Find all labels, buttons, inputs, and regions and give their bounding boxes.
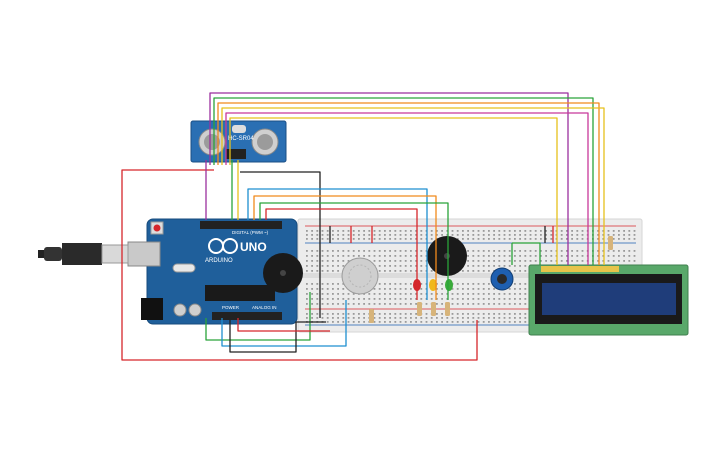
wire-green — [259, 202, 449, 300]
wire-orange-lcd — [217, 102, 600, 265]
arduino-model: UNO — [240, 240, 267, 254]
piezo-buzzer-right[interactable] — [427, 236, 467, 276]
sensor-label: HC-SR04 — [228, 136, 254, 142]
ultrasonic-sensor[interactable]: HC-SR04 — [190, 120, 287, 163]
analog-label: ANALOG IN — [252, 305, 277, 310]
wire-red-power — [121, 169, 478, 361]
piezo-buzzer-left[interactable] — [263, 253, 303, 293]
wire-black — [240, 171, 321, 318]
reset-button[interactable] — [153, 224, 161, 232]
wire-yellow-lcd — [221, 107, 605, 265]
arduino-brand: ARDUINO — [205, 258, 233, 264]
dc-jack-icon — [141, 298, 163, 320]
gas-sensor[interactable] — [341, 257, 379, 295]
wire-yellow-2 — [229, 117, 558, 265]
wire-blue — [247, 188, 428, 300]
wire-pink-lcd — [225, 112, 589, 265]
lcd-display[interactable] — [528, 264, 689, 336]
usb-socket — [127, 241, 161, 267]
potentiometer[interactable] — [490, 267, 514, 291]
infinity-logo-icon — [208, 238, 238, 254]
lcd-screen — [542, 283, 676, 315]
usb-cable-icon — [38, 243, 129, 265]
wires — [121, 92, 605, 361]
resistors — [369, 236, 613, 323]
power-label: POWER — [222, 305, 240, 310]
led-green[interactable] — [445, 279, 453, 291]
wire-red-led — [265, 208, 418, 300]
led-yellow[interactable] — [429, 279, 437, 291]
digital-label: DIGITAL (PWM ~) — [232, 230, 269, 235]
wire-green-lcd — [213, 97, 594, 265]
breadboard[interactable] — [297, 218, 643, 333]
wire-purple — [209, 92, 569, 265]
wire-orange — [253, 195, 437, 300]
arduino-uno-board[interactable]: ARDUINO UNO DIGITAL (PWM ~) POWER ANALOG… — [127, 218, 298, 325]
atmega-chip — [205, 285, 275, 301]
